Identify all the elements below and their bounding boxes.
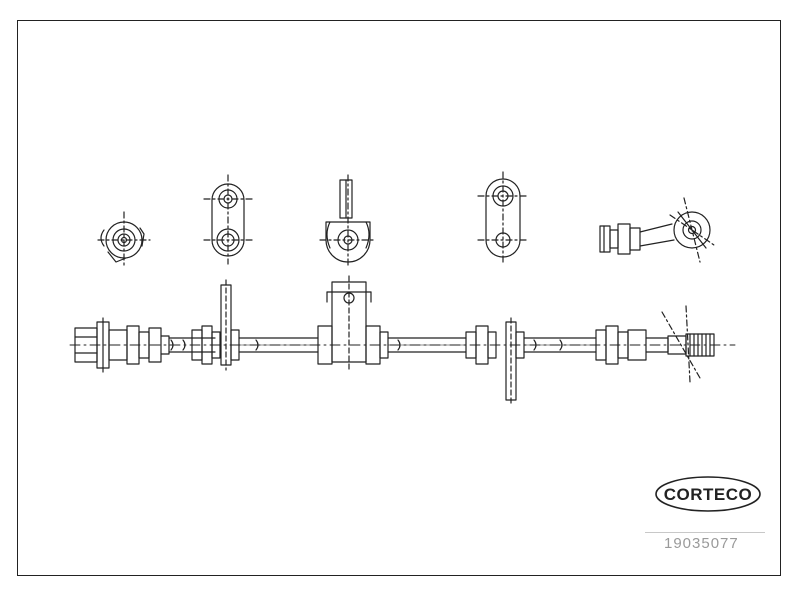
logo-text: CORTECO <box>664 485 753 504</box>
part-number-rule <box>645 532 765 533</box>
bracket-plate-icon <box>203 174 253 265</box>
end-fitting-icon <box>599 197 715 263</box>
corteco-logo-icon: CORTECO <box>655 476 761 512</box>
bracket-tab-icon <box>319 174 377 269</box>
drawing-frame <box>17 20 781 576</box>
brake-hose-icon <box>69 275 736 405</box>
bracket-plate-icon <box>477 171 529 265</box>
part-number: 19035077 <box>664 535 739 552</box>
banjo-fitting-icon <box>97 211 151 269</box>
